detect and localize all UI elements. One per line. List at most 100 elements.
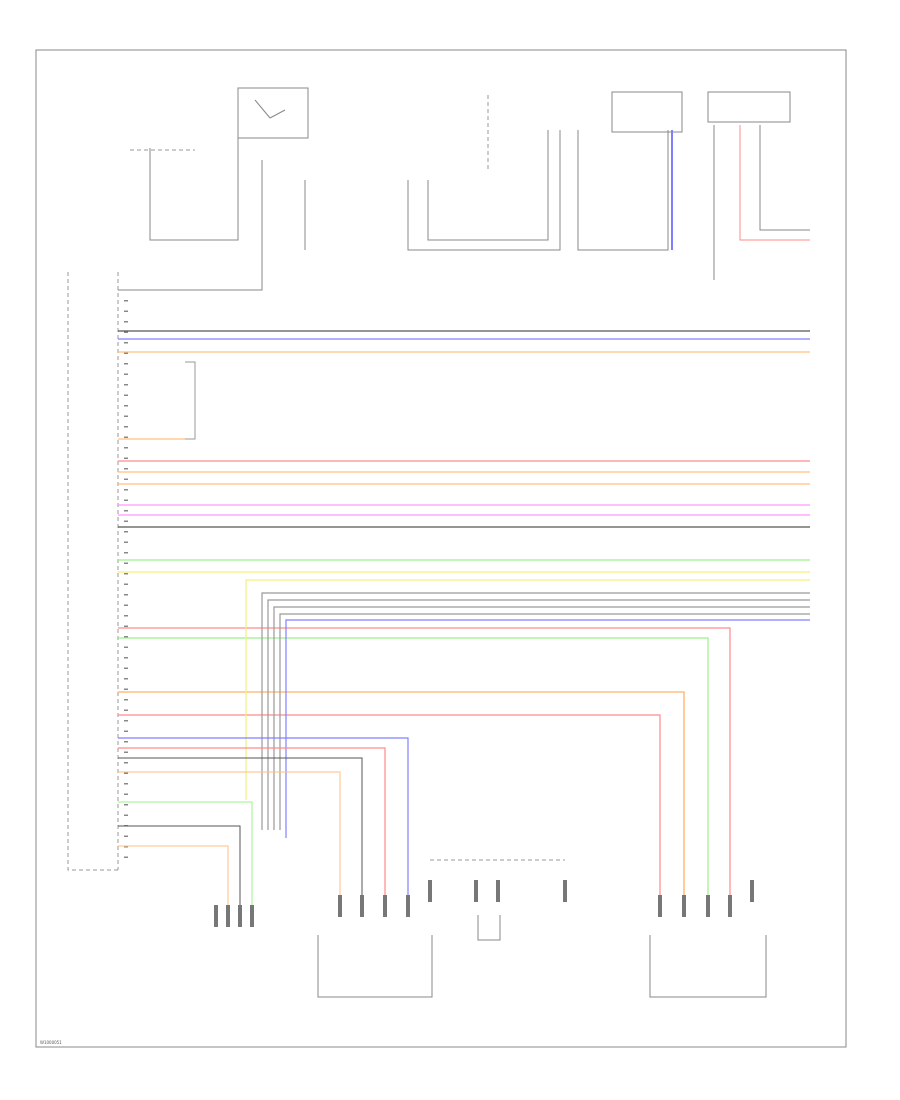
bundle-gray-2 [273,606,810,830]
ecu-pin [124,646,128,648]
bundle-yellow [245,579,810,800]
ecu-boundary [67,272,118,871]
ecu-pin [124,636,128,638]
ecu-pin [124,678,128,680]
connector-pin [383,895,387,917]
ecu-pin [124,478,128,480]
ecu-pin [124,363,128,365]
connector-pin [728,895,732,917]
bottom-components [317,859,767,998]
ecu-pin [124,793,128,795]
ecu-pin [124,499,128,501]
ecu-pin [124,489,128,491]
ecu-pin [124,415,128,417]
drop-green-left [118,801,253,905]
diagram-frame [35,49,847,1048]
ecu-pin [124,814,128,816]
ecu-pin [124,552,128,554]
ecu-pin-ticks [124,300,128,858]
ecu-pin [124,300,128,302]
sensor-circuit [407,130,561,251]
ecu-feed-line [118,160,263,291]
connector-pin [563,880,567,902]
drop-red-left [118,747,386,905]
ecu-pin [124,730,128,732]
ecu-pin [124,751,128,753]
ecu-pin [124,436,128,438]
ecu-pin [124,352,128,354]
ecu-pin [124,531,128,533]
bundle-blue [285,619,810,838]
drop-green-right [118,637,709,905]
ecu-pin [124,625,128,627]
bundle-gray-1 [267,599,810,830]
harness-wires [118,330,810,573]
drop-red-right [118,627,731,905]
top-left-circuit [149,90,239,241]
wire-bracket [185,361,196,440]
connector-pin [750,880,754,902]
ecu-pin [124,657,128,659]
ecu-pin [124,741,128,743]
ecu-pin [124,520,128,522]
ecu-pin [124,447,128,449]
connector-pin [250,905,254,927]
drop-orange-left [118,771,341,905]
ecu-pin [124,856,128,858]
ecu-pin [124,405,128,407]
connector-pin [658,895,662,917]
connector-pin [238,905,242,927]
ecu-pin [124,394,128,396]
ecu-pin [124,615,128,617]
drop-blue-left [118,737,409,905]
drop-orange-left-2 [118,845,229,905]
connector-pin [682,895,686,917]
ecu-pin [124,720,128,722]
drop-red-right-2 [118,714,661,905]
connector-pin [406,895,410,917]
harness-drops [118,579,810,927]
ecu-pin [124,541,128,543]
drop-orange-right [118,691,685,905]
ecu-pin [124,594,128,596]
connector-pin [706,895,710,917]
ecu-pin [124,688,128,690]
ecu-pin [124,310,128,312]
ecu-pin [124,468,128,470]
connector-pin [214,905,218,927]
ecu-pin [124,762,128,764]
bundle-gray-0 [261,592,810,830]
connector-pin [428,880,432,902]
ecu-pin [124,604,128,606]
ecu-pin [124,342,128,344]
ecu-pin [124,783,128,785]
height-sensor-box [611,91,683,133]
ecu-pin [124,321,128,323]
ecu-pin [124,709,128,711]
ecu-pin [124,426,128,428]
right-sensor-box [707,91,791,123]
drop-black-left-2 [118,825,241,905]
connector-pin [338,895,342,917]
top-components [118,87,810,291]
connector-pin [226,905,230,927]
connector-pin [496,880,500,902]
connector-pin [474,880,478,902]
ecu-pin [124,772,128,774]
relay-switch [254,99,286,119]
ecu-pin [124,510,128,512]
sensor-circuit-2 [427,130,549,241]
ecu-pin [124,457,128,459]
connector-pin [360,895,364,917]
ecu-pin [124,573,128,575]
ecu-pin [124,835,128,837]
ecu-pin [124,373,128,375]
center-switch [477,915,501,941]
height-sensor-circuit [577,130,669,251]
ecu-pin [124,699,128,701]
ecu-pin [124,667,128,669]
ecu-pin [124,562,128,564]
relay-box [237,87,309,139]
right-sensor-black [759,125,810,231]
